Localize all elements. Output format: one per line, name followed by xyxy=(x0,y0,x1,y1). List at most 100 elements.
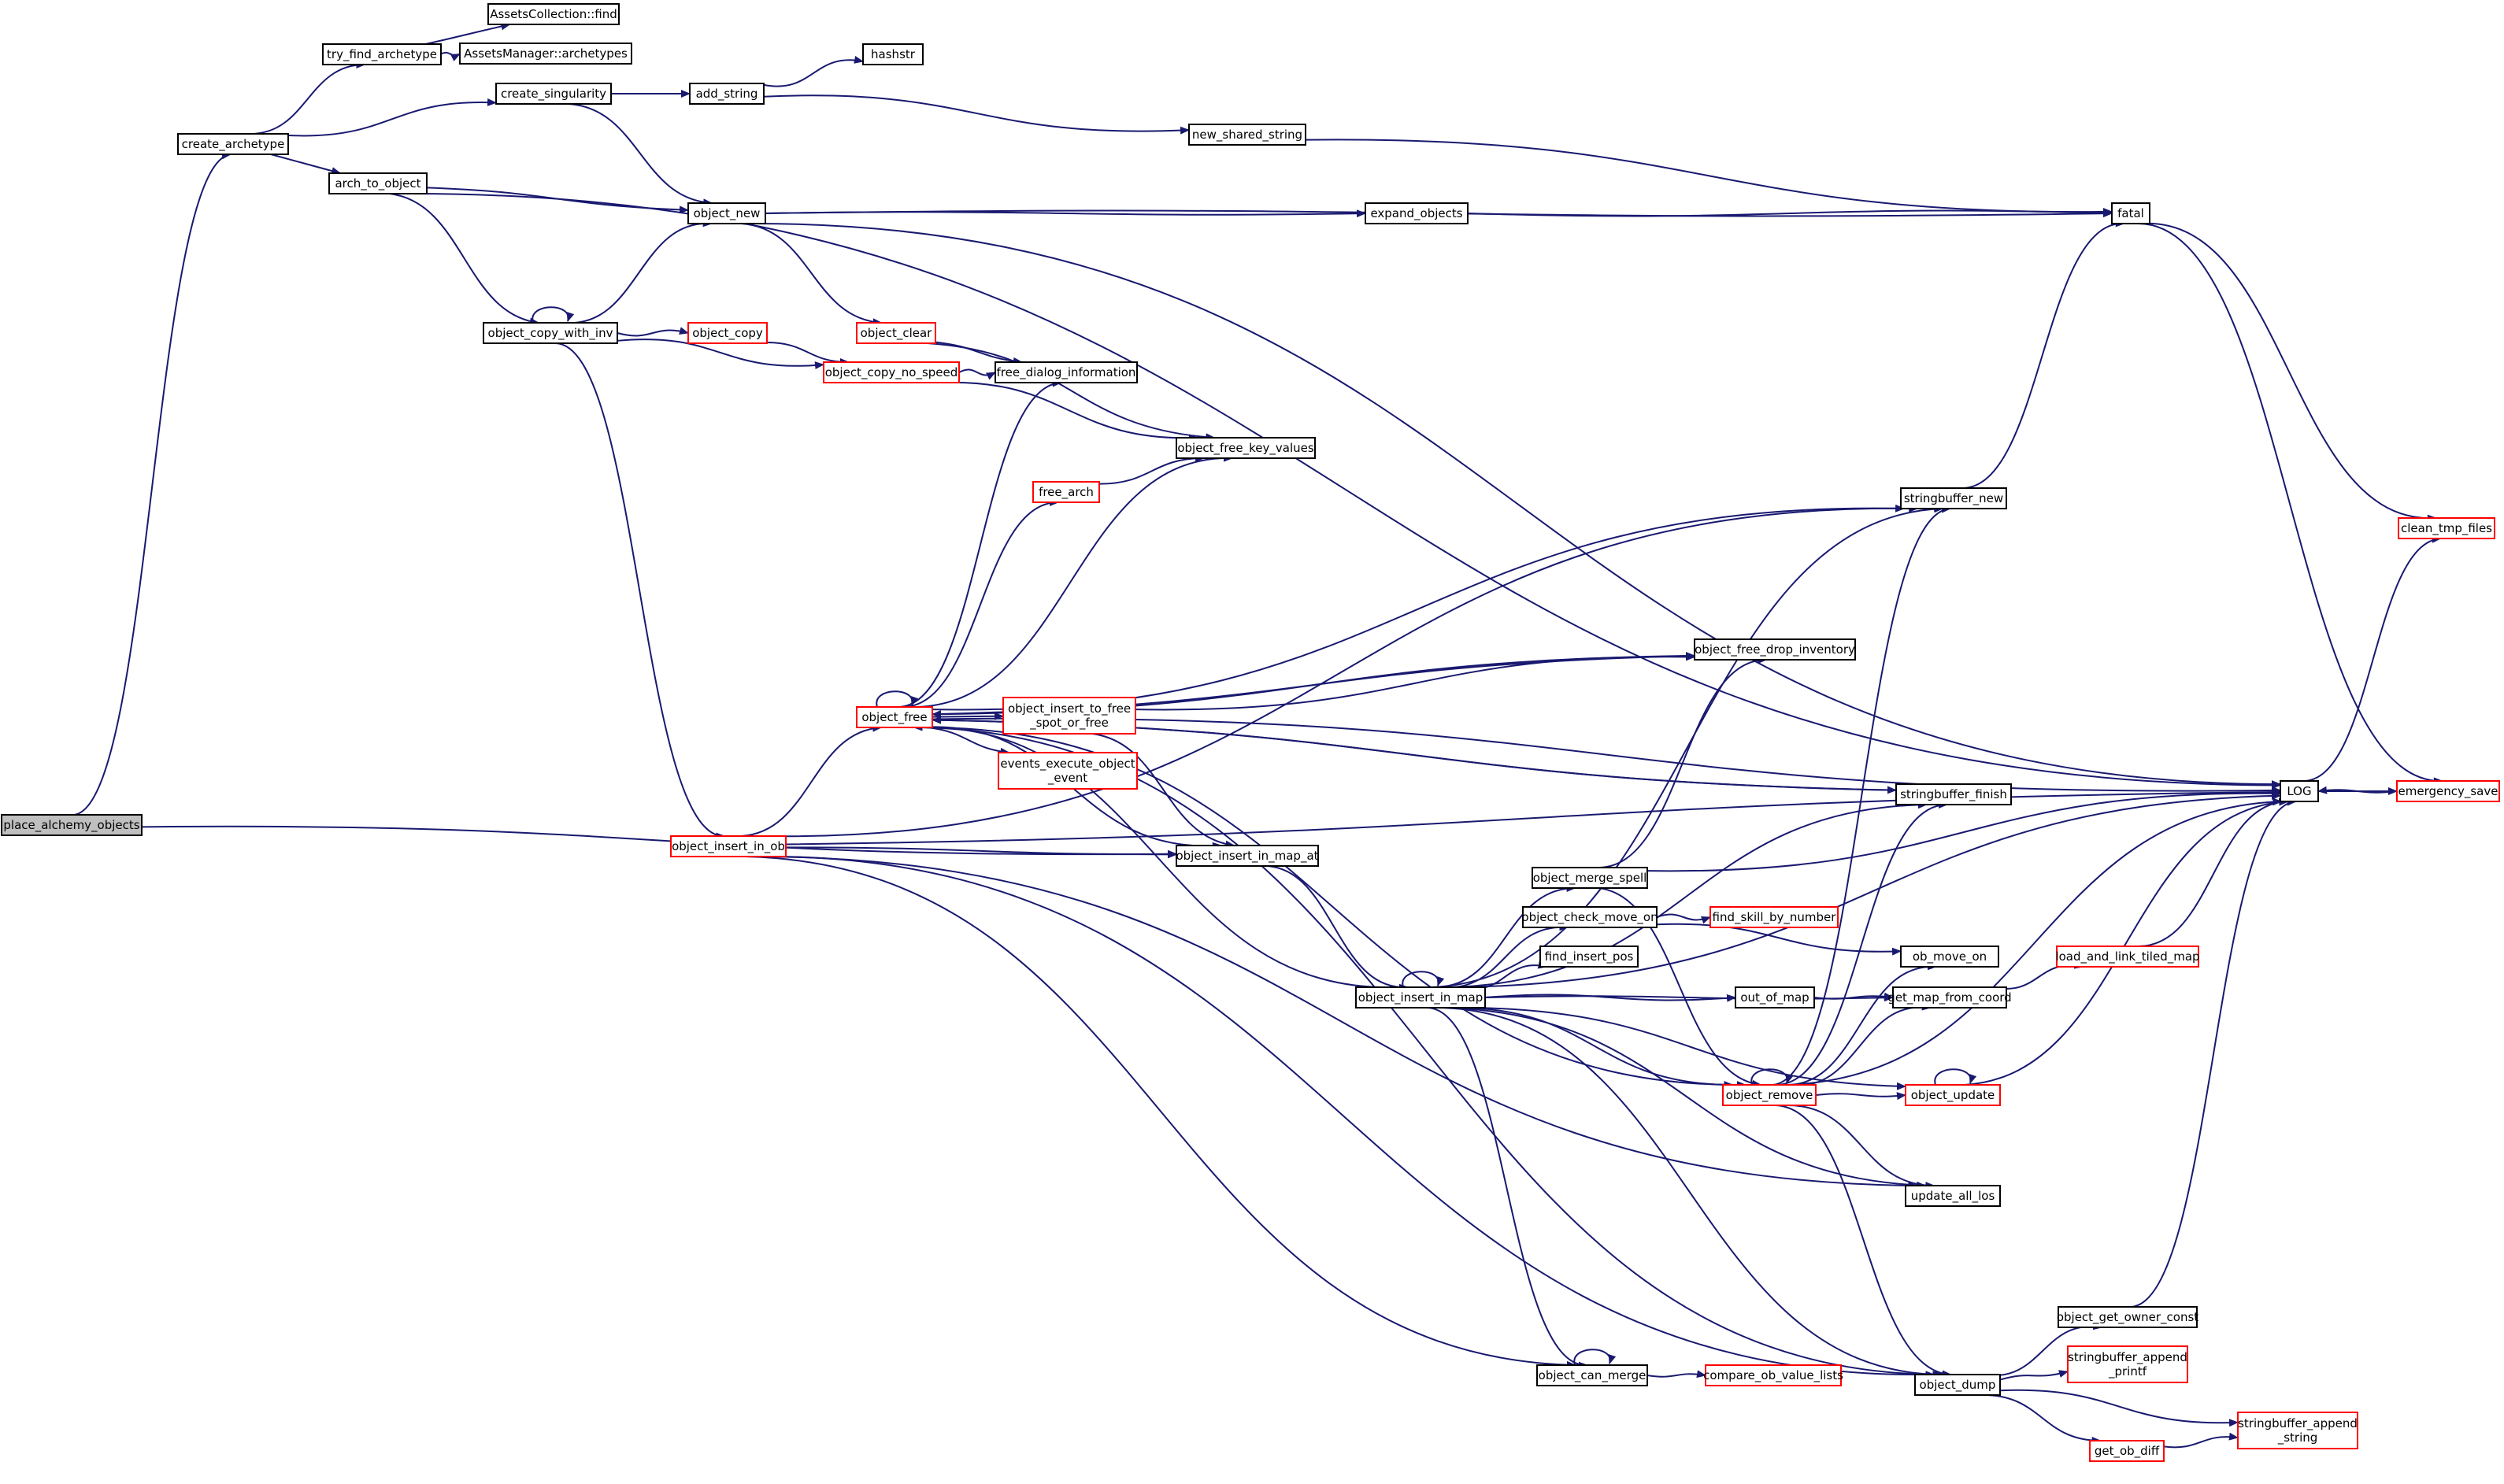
node-label: get_ob_diff xyxy=(2095,1444,2160,1459)
node-label: object_insert_in_map xyxy=(1358,990,1484,1005)
node-try_find_archetype[interactable]: try_find_archetype xyxy=(322,43,442,65)
edge-object_can_merge-to-compare_ob_value_lists xyxy=(1646,1370,1706,1379)
node-find_insert_pos[interactable]: find_insert_pos xyxy=(1539,946,1639,968)
node-find_skill_by_number[interactable]: find_skill_by_number xyxy=(1709,906,1839,928)
node-box xyxy=(687,202,766,224)
node-expand_objects[interactable]: expand_objects xyxy=(1365,202,1469,224)
node-box xyxy=(1536,1364,1648,1386)
node-label: object_check_move_on xyxy=(1521,910,1658,925)
node-free_dialog_information[interactable]: free_dialog_information xyxy=(995,361,1138,383)
edge-object_insert_in_ob-to-object_can_merge xyxy=(745,856,1576,1369)
edge-object_copy_with_inv-to-object_copy_with_inv xyxy=(532,306,575,324)
edge-object_insert_in_map-to-object_can_merge xyxy=(1424,1006,1589,1370)
node-AssetsManager_archetypes[interactable]: AssetsManager::archetypes xyxy=(459,43,632,65)
node-label: _printf xyxy=(2108,1364,2147,1379)
edge-object_insert_to_free_spot_or_free-to-object_insert_in_map_at xyxy=(1092,733,1235,849)
node-label: AssetsManager::archetypes xyxy=(464,46,628,61)
node-arch_to_object[interactable]: arch_to_object xyxy=(328,172,428,194)
node-object_clear[interactable]: object_clear xyxy=(856,322,936,344)
node-object_get_owner_const[interactable]: object_get_owner_const xyxy=(2057,1306,2198,1328)
edge-object_insert_in_map-to-object_free xyxy=(913,723,1402,989)
node-LOG[interactable]: LOG xyxy=(2280,780,2319,802)
edge-object_merge_spell-to-LOG xyxy=(1646,789,2281,872)
edge-object_free-to-LOG xyxy=(932,717,2281,794)
node-box xyxy=(856,322,936,344)
node-box xyxy=(1188,124,1306,146)
node-fatal[interactable]: fatal xyxy=(2111,202,2150,224)
node-object_copy_with_inv[interactable]: object_copy_with_inv xyxy=(483,322,618,344)
node-box xyxy=(1914,1374,2001,1396)
node-box xyxy=(1522,906,1658,928)
edge-object_dump-to-stringbuffer_append_string xyxy=(1999,1389,2239,1427)
node-create_singularity[interactable]: create_singularity xyxy=(495,83,612,105)
node-object_insert_in_map_at[interactable]: object_insert_in_map_at xyxy=(1176,845,1319,867)
node-emergency_save[interactable]: emergency_save xyxy=(2396,780,2500,802)
edge-object_insert_in_map-to-object_remove xyxy=(1457,1007,1734,1089)
edge-object_free-to-object_free_key_values xyxy=(907,453,1234,709)
node-label: stringbuffer_append xyxy=(2238,1416,2358,1431)
node-label: LOG xyxy=(2287,784,2311,798)
node-label: stringbuffer_append xyxy=(2068,1350,2187,1365)
edge-create_archetype-to-arch_to_object xyxy=(270,154,342,175)
node-AssetsCollection_find[interactable]: AssetsCollection::find xyxy=(487,3,620,25)
node-stringbuffer_append_string[interactable]: stringbuffer_append_string xyxy=(2237,1412,2358,1449)
node-box xyxy=(1900,487,2007,509)
node-get_ob_diff[interactable]: get_ob_diff xyxy=(2089,1440,2165,1462)
node-object_insert_to_free_spot_or_free[interactable]: object_insert_to_free_spot_or_free xyxy=(1002,697,1136,735)
node-box xyxy=(483,322,618,344)
node-object_insert_in_ob[interactable]: object_insert_in_ob xyxy=(670,835,787,857)
node-object_update[interactable]: object_update xyxy=(1905,1084,2001,1106)
node-hashstr[interactable]: hashstr xyxy=(862,43,924,65)
edge-object_copy-to-object_copy_no_speed xyxy=(766,342,850,366)
edge-arch_to_object-to-object_copy_with_inv xyxy=(389,193,540,326)
node-object_remove[interactable]: object_remove xyxy=(1722,1084,1817,1106)
node-box xyxy=(2058,1306,2198,1328)
node-box xyxy=(487,3,620,25)
node-clean_tmp_files[interactable]: clean_tmp_files xyxy=(2398,517,2495,539)
node-layer: place_alchemy_objects create_archetype try… xyxy=(1,3,2500,1462)
node-box xyxy=(1532,867,1648,889)
node-create_archetype[interactable]: create_archetype xyxy=(177,133,289,155)
edge-object_clear-to-free_dialog_information xyxy=(935,341,1023,365)
node-label: get_map_from_coord xyxy=(1887,990,2011,1005)
node-get_map_from_coord[interactable]: get_map_from_coord xyxy=(1887,986,2012,1008)
node-ob_move_on[interactable]: ob_move_on xyxy=(1900,946,1999,968)
node-object_can_merge[interactable]: object_can_merge xyxy=(1536,1364,1648,1386)
node-box xyxy=(1365,202,1469,224)
node-stringbuffer_append_printf[interactable]: stringbuffer_append_printf xyxy=(2067,1345,2188,1383)
node-object_free_drop_inventory[interactable]: object_free_drop_inventory xyxy=(1694,638,1856,661)
node-place_alchemy_objects[interactable]: place_alchemy_objects xyxy=(1,814,143,836)
node-add_string[interactable]: add_string xyxy=(689,83,765,105)
node-out_of_map[interactable]: out_of_map xyxy=(1735,986,1815,1008)
node-object_free_key_values[interactable]: object_free_key_values xyxy=(1176,437,1316,459)
node-object_insert_in_map[interactable]: object_insert_in_map xyxy=(1355,986,1486,1008)
node-label: object_insert_in_ob xyxy=(672,839,785,854)
edge-object_dump-to-stringbuffer_append_printf xyxy=(1999,1370,2069,1381)
node-object_copy_no_speed[interactable]: object_copy_no_speed xyxy=(823,361,960,383)
node-free_arch[interactable]: free_arch xyxy=(1032,481,1100,503)
node-label: stringbuffer_finish xyxy=(1900,787,2007,802)
edge-object_insert_in_ob-to-update_all_los xyxy=(764,856,1918,1190)
node-compare_ob_value_lists[interactable]: compare_ob_value_lists xyxy=(1703,1364,1843,1386)
node-events_execute_object_event[interactable]: events_execute_object_event xyxy=(998,752,1138,790)
node-load_and_link_tiled_map[interactable]: load_and_link_tiled_map xyxy=(2055,946,2200,968)
node-label: object_clear xyxy=(861,326,933,341)
edge-object_can_merge-to-object_can_merge xyxy=(1573,1349,1617,1366)
node-label: free_arch xyxy=(1039,485,1094,500)
node-object_check_move_on[interactable]: object_check_move_on xyxy=(1521,906,1658,928)
node-label: update_all_los xyxy=(1911,1189,1995,1204)
node-object_new[interactable]: object_new xyxy=(687,202,766,224)
node-update_all_los[interactable]: update_all_los xyxy=(1905,1185,2001,1207)
node-object_copy[interactable]: object_copy xyxy=(687,322,768,344)
node-object_merge_spell[interactable]: object_merge_spell xyxy=(1532,867,1648,889)
node-label: object_copy_with_inv xyxy=(488,326,613,341)
edge-free_arch-to-object_free_key_values xyxy=(1098,454,1206,485)
node-stringbuffer_finish[interactable]: stringbuffer_finish xyxy=(1895,783,2012,805)
edge-object_remove-to-LOG xyxy=(1787,798,2283,1086)
node-stringbuffer_new[interactable]: stringbuffer_new xyxy=(1900,487,2007,509)
node-label: add_string xyxy=(696,87,758,102)
node-object_free[interactable]: object_free xyxy=(856,706,933,728)
edge-object_insert_in_map-to-object_insert_in_map xyxy=(1402,971,1445,988)
node-new_shared_string[interactable]: new_shared_string xyxy=(1188,124,1306,146)
node-object_dump[interactable]: object_dump xyxy=(1914,1374,2001,1396)
